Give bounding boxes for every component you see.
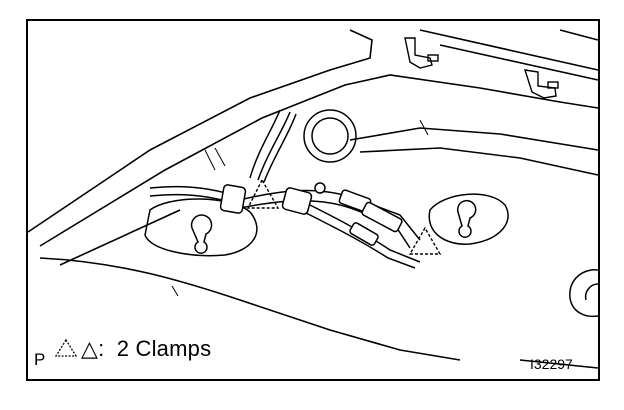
clamp-marker-left	[246, 178, 280, 209]
page-marker: P	[34, 350, 46, 369]
clamp-legend-text: 2 Clamps	[116, 336, 212, 361]
keyhole-plate-right	[428, 193, 509, 245]
figure-frame	[26, 19, 600, 381]
triangle-dashed-icon	[54, 338, 78, 357]
clamp-legend-symbol: △:	[81, 336, 105, 361]
roof-panel	[27, 29, 599, 369]
clamp-legend-caption: △: 2 Clamps	[57, 336, 211, 362]
clamp-marker-right	[408, 226, 442, 255]
connectors	[219, 182, 403, 246]
round-hole-upper	[303, 109, 357, 163]
keyhole-plate-left	[144, 198, 258, 257]
upper-brackets	[404, 37, 559, 99]
round-hole-right	[569, 269, 599, 318]
panel-hatching	[171, 119, 429, 297]
figure-code: I32297	[530, 356, 573, 372]
